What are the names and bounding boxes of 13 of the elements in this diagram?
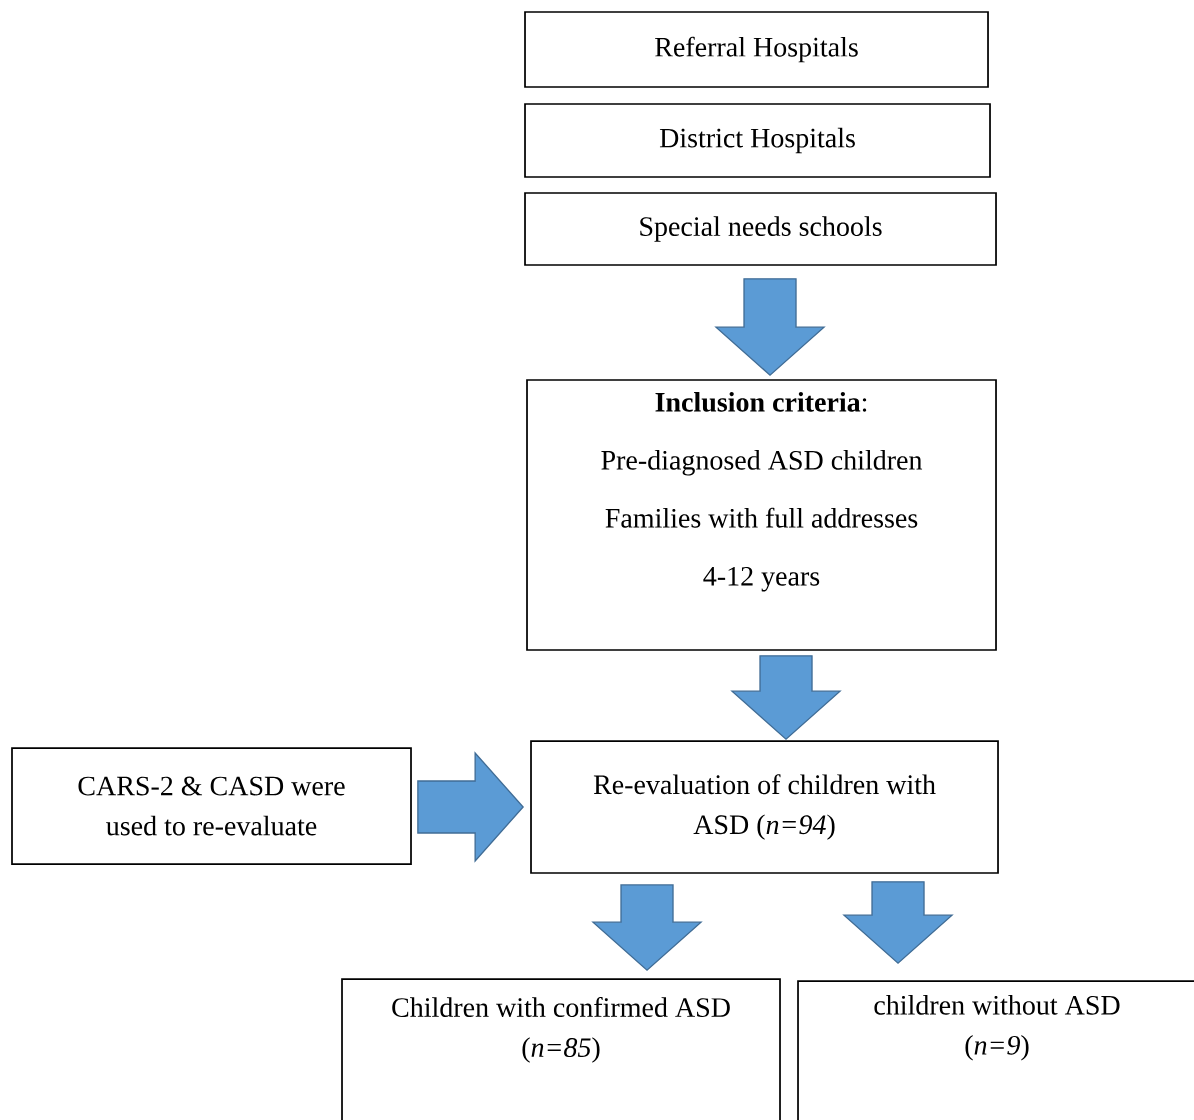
block-arrow xyxy=(842,881,954,965)
process-box: Re-evaluation of children with ASD (n=94) xyxy=(530,740,999,874)
process-box: Children with confirmed ASD (n=85) xyxy=(341,978,781,1120)
block-arrow xyxy=(730,655,842,741)
process-box: Inclusion criteria: Pre-diagnosed ASD children Families with full addresses 4-12 years xyxy=(526,379,997,651)
block-arrow xyxy=(417,751,525,863)
process-box: children without ASD (n=9) xyxy=(797,980,1194,1120)
process-box: CARS-2 & CASD were used to re-evaluate xyxy=(11,747,412,865)
process-box: District Hospitals xyxy=(524,103,991,178)
process-box: Referral Hospitals xyxy=(524,11,989,88)
process-box: Special needs schools xyxy=(524,192,997,266)
block-arrow xyxy=(591,884,703,972)
block-arrow xyxy=(714,278,826,377)
